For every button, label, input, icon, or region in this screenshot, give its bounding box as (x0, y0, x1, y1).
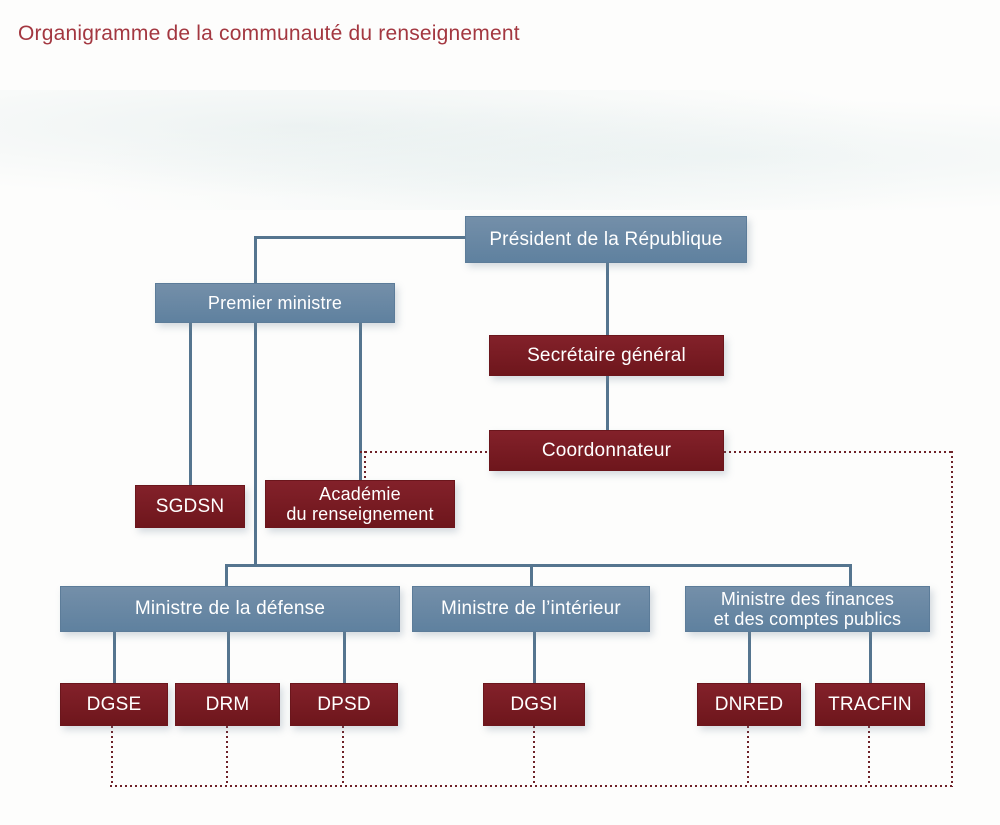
node-secretaire-general[interactable]: Secrétaire général (489, 335, 724, 376)
node-label: DNRED (714, 693, 784, 715)
node-dgsi[interactable]: DGSI (483, 683, 585, 726)
dotted-bus-dgsi (533, 726, 535, 786)
node-sgdsn[interactable]: SGDSN (135, 485, 245, 528)
node-ministre-de-l-interieur[interactable]: Ministre de l’intérieur (412, 586, 650, 632)
dotted-bus-dpsd (342, 726, 344, 786)
node-drm[interactable]: DRM (175, 683, 280, 726)
node-dpsd[interactable]: DPSD (290, 683, 398, 726)
dotted-bus-dnred (747, 726, 749, 786)
node-label-line1: Ministre des finances (720, 588, 895, 609)
node-label-line2: et des comptes publics (713, 609, 902, 629)
connector-mindef-dpsd (343, 631, 346, 683)
dotted-bus-drm (226, 726, 228, 786)
connector-pm-vertical-riser (254, 236, 257, 284)
connector-bus-minint (530, 564, 533, 586)
connector-minfin-tracfin (869, 631, 872, 683)
node-label: DRM (205, 693, 250, 715)
connector-pm-academie (359, 322, 362, 481)
page-title: Organigramme de la communauté du renseig… (18, 22, 520, 45)
connector-president-secgen (606, 263, 609, 336)
node-president-de-la-republique[interactable]: Président de la République (465, 216, 747, 263)
connector-minint-dgsi (533, 631, 536, 683)
node-premier-ministre[interactable]: Premier ministre (155, 283, 395, 323)
connector-pm-sgdsn (189, 322, 192, 486)
node-dnred[interactable]: DNRED (697, 683, 801, 726)
connector-secgen-coordonnateur (606, 375, 609, 431)
node-coordonnateur[interactable]: Coordonnateur (489, 430, 724, 471)
node-label: DGSI (510, 693, 558, 715)
node-label: Président de la République (489, 228, 723, 250)
node-label: DPSD (317, 693, 371, 715)
node-label: DGSE (86, 693, 142, 715)
connector-pm-ministers-riser (254, 322, 257, 567)
node-label: Premier ministre (207, 292, 343, 313)
dotted-coordonnateur-left-branch (360, 451, 490, 453)
node-label: TRACFIN (828, 693, 912, 715)
dotted-right-riser (951, 451, 953, 787)
node-label: Secrétaire général (527, 344, 686, 366)
node-tracfin[interactable]: TRACFIN (815, 683, 925, 726)
node-label: Ministre de la défense (134, 598, 326, 620)
connector-ministers-bus (225, 564, 852, 567)
node-academie-du-renseignement[interactable]: Académie du renseignement (265, 480, 455, 528)
node-label-line1: Académie (319, 483, 401, 504)
node-label-line2: du renseignement (286, 504, 434, 524)
connector-bus-minfin (849, 564, 852, 586)
connector-mindef-drm (227, 631, 230, 683)
dotted-bottom-bus (110, 785, 953, 787)
connector-mindef-dgse (113, 631, 116, 683)
dotted-branch-academie (364, 451, 366, 481)
node-label: Coordonnateur (541, 439, 672, 461)
node-label: Ministre de l’intérieur (441, 598, 621, 620)
dotted-bus-tracfin (868, 726, 870, 786)
dotted-bus-dgse (111, 726, 113, 786)
node-ministre-des-finances-et-des-comptes-publics[interactable]: Ministre des finances et des comptes pub… (685, 586, 930, 632)
connector-president-pm-horizontal (254, 236, 466, 239)
connector-bus-mindef (225, 564, 228, 586)
connector-minfin-dnred (748, 631, 751, 683)
node-ministre-de-la-defense[interactable]: Ministre de la défense (60, 586, 400, 632)
node-label: SGDSN (155, 495, 225, 517)
node-dgse[interactable]: DGSE (60, 683, 168, 726)
dotted-coordonnateur-right-branch (724, 451, 953, 453)
